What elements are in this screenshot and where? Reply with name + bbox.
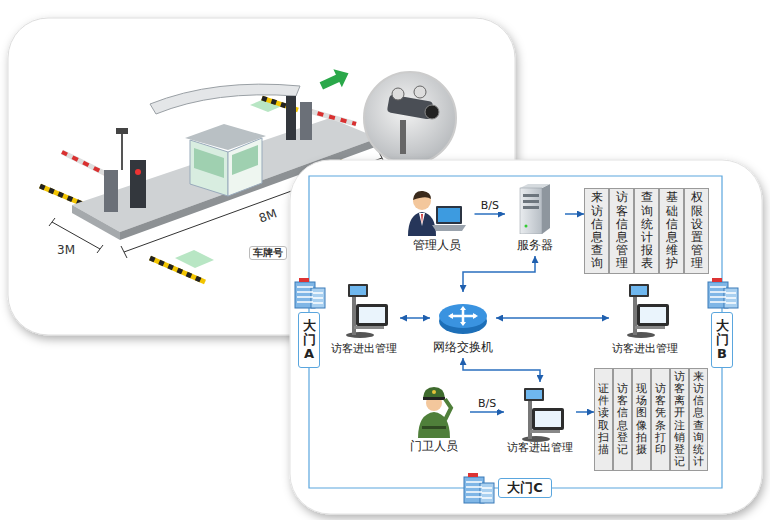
icon-node: 访客进出管理 — [504, 382, 576, 457]
function-column: 访客离开注销登记 — [670, 368, 689, 471]
manager-icon — [408, 191, 466, 236]
switch-icon — [439, 304, 487, 334]
icon-node: 访客进出管理 — [328, 278, 400, 358]
function-column: 基础信息维护 — [659, 188, 684, 274]
node-label: 门卫人员 — [410, 438, 458, 455]
ticket-machine — [286, 96, 296, 140]
loop-line — [309, 368, 498, 488]
network-arrow — [576, 411, 594, 413]
gate-box: 大门B — [711, 312, 733, 368]
node-label: 大门B — [716, 319, 729, 362]
icon-node: 管理人员 — [400, 180, 475, 256]
function-column: 访客信息管理 — [609, 188, 634, 274]
node-label: 管理人员 — [413, 237, 461, 254]
gate-box: 大门C — [498, 478, 552, 498]
ticket-light — [135, 169, 141, 175]
dimension-label: 8M — [257, 206, 279, 226]
camera-inset — [364, 72, 456, 164]
node-label: 访客进出管理 — [331, 341, 397, 356]
network-arrow — [496, 317, 609, 319]
node-label: 服务器 — [517, 237, 553, 254]
barrier-arm — [306, 110, 356, 124]
function-column: 证件读取扫描 — [594, 368, 613, 471]
node-label: 权限设置管理 — [691, 191, 703, 270]
plate-sign: 车牌号 — [249, 246, 287, 260]
dimension-tick — [121, 246, 127, 258]
building-icon — [295, 278, 325, 308]
building-icon — [464, 473, 494, 503]
network-arrow — [400, 317, 430, 319]
node-label: 大门A — [303, 319, 316, 362]
network-arrow — [475, 213, 506, 215]
guard-icon — [418, 387, 451, 438]
dimension-tick — [97, 245, 103, 253]
node-label: 网络交换机 — [433, 339, 493, 356]
booth-window — [232, 145, 258, 175]
loop-line — [309, 176, 722, 312]
barrier-arm — [62, 152, 110, 176]
node-label: 访客信息管理 — [616, 191, 628, 270]
node-label: 访客信息登记 — [617, 383, 628, 456]
network-arrow — [470, 411, 504, 413]
canopy — [150, 84, 300, 114]
function-column: 访客凭条打印 — [651, 368, 670, 471]
node-label: 来访信息查询 — [591, 191, 603, 270]
node-label: 访客离开注销登记 — [674, 371, 685, 468]
node-label: 现场图像拍摄 — [636, 383, 647, 456]
terminal-icon — [346, 284, 388, 338]
network-arrow — [565, 213, 584, 215]
function-column: 现场图像拍摄 — [632, 368, 651, 471]
gate-box: 大门A — [298, 312, 320, 368]
barrier-cabinet — [104, 170, 118, 212]
direction-arrow — [317, 64, 353, 95]
node-label: 访客进出管理 — [507, 440, 573, 455]
server-icon — [520, 184, 550, 234]
node-label: 访客凭条打印 — [655, 383, 666, 456]
terminal-icon — [627, 284, 669, 338]
node-label: 大门C — [507, 480, 543, 496]
function-column: 权限设置管理 — [684, 188, 709, 274]
camera-light — [414, 86, 426, 98]
camera-pole — [121, 134, 123, 170]
function-column: 来访信息查询统计 — [689, 368, 708, 471]
node-label: 来访信息查询统计 — [693, 371, 704, 468]
dimension-tick — [49, 218, 55, 226]
network-arrow — [463, 256, 535, 292]
edge-label: B/S — [479, 199, 501, 212]
node-label: 基础信息维护 — [666, 191, 678, 270]
hazard-line — [150, 258, 205, 282]
camera — [116, 128, 128, 134]
building-icon — [708, 278, 738, 308]
booth-roof — [185, 124, 266, 150]
node-label: 访客进出管理 — [612, 341, 678, 356]
dimension-label: 3M — [57, 243, 75, 257]
camera-lens — [425, 105, 439, 119]
network-arrow — [463, 358, 540, 382]
icon-node: 服务器 — [505, 180, 565, 256]
icon-node: 访客进出管理 — [609, 278, 681, 358]
function-column: 来访信息查询 — [584, 188, 609, 274]
icon-node: 门卫人员 — [398, 382, 470, 457]
barrier-cabinet — [300, 102, 312, 140]
booth-window — [194, 148, 224, 178]
node-label: 证件读取扫描 — [598, 383, 609, 456]
barrier-arm — [62, 152, 110, 176]
hazard-line — [150, 258, 205, 282]
camera-bracket — [400, 120, 406, 154]
ticket-machine — [130, 160, 146, 208]
edge-label: B/S — [476, 397, 498, 410]
function-column: 查询统计报表 — [634, 188, 659, 274]
function-column: 访客信息登记 — [613, 368, 632, 471]
icon-node: 网络交换机 — [430, 292, 496, 358]
camera-light — [392, 88, 404, 100]
terminal-icon — [522, 388, 564, 442]
loop-line — [552, 368, 722, 488]
front-panel — [290, 160, 762, 514]
ground-stripe — [175, 250, 214, 268]
barrier-arm — [306, 110, 356, 124]
node-label: 查询统计报表 — [641, 191, 653, 270]
